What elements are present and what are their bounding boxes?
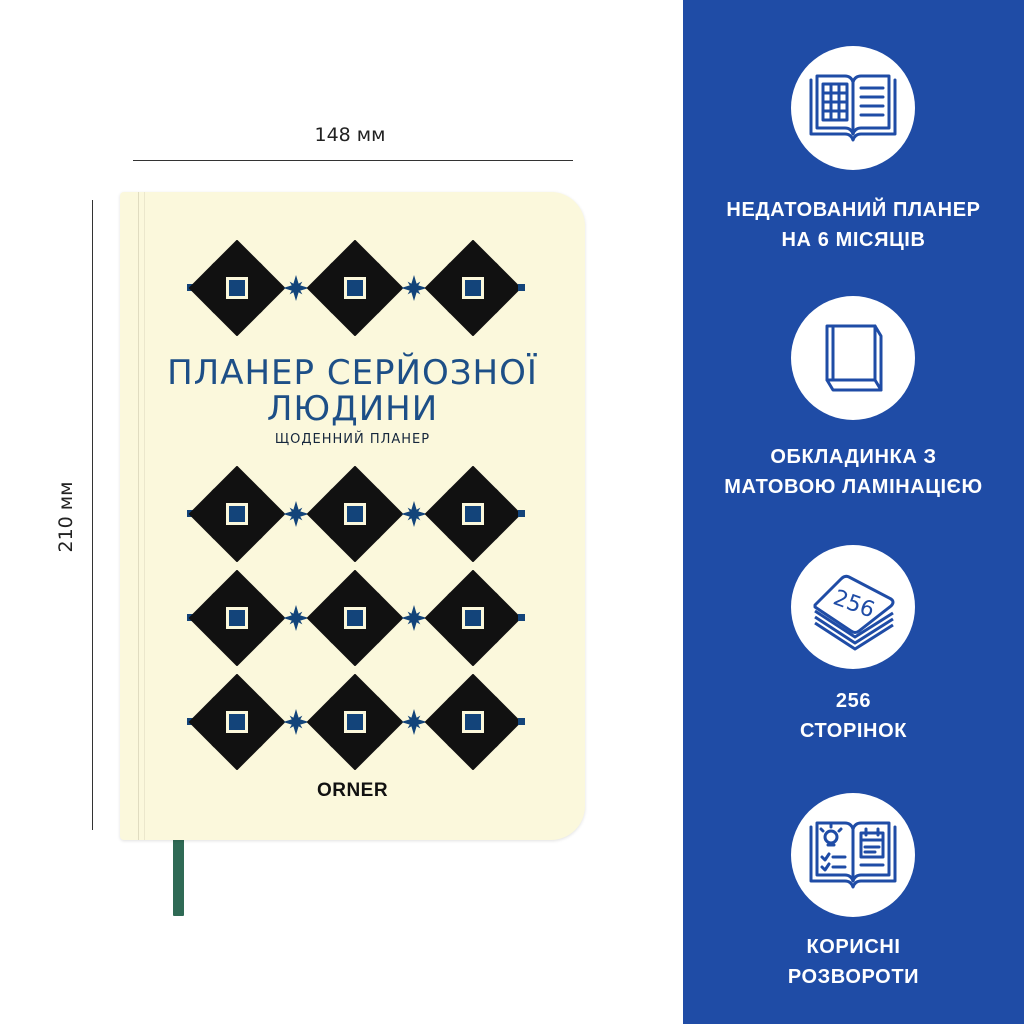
cover-subtitle: ЩОДЕННИЙ ПЛАНЕР (274, 432, 431, 447)
spine-line (138, 192, 139, 840)
height-dimension-label: 210 мм (55, 481, 77, 553)
width-dimension-label: 148 мм (314, 124, 386, 146)
brand-logo: ORNER (316, 780, 389, 801)
cover-title-line-2: ЛЮДИНИ (266, 389, 439, 429)
planner-cover: ПЛАНЕР СЕРЙОЗНОЇ ЛЮДИНИ ЩОДЕННИЙ ПЛАНЕР … (120, 192, 585, 840)
feature-icon-circle (791, 296, 915, 420)
ornament-row (187, 674, 525, 770)
feature-icon-circle: 256 (791, 545, 915, 669)
ornament-row (187, 240, 525, 336)
height-dimension-line (92, 200, 93, 830)
feature-label-undated: НЕДАТОВАНИЙ ПЛАНЕР НА 6 МІСЯЦІВ (726, 199, 981, 251)
ornament-row (187, 466, 525, 562)
feature-icon-circle (791, 46, 915, 170)
ornament-row (187, 570, 525, 666)
spine-line (144, 192, 145, 840)
ribbon-bookmark (173, 838, 184, 916)
page-count-icon-text: 256 (830, 586, 878, 624)
cover-title-line-1: ПЛАНЕР СЕРЙОЗНОЇ (167, 353, 538, 393)
width-dimension-line (133, 160, 573, 161)
feature-label-pages: 256 СТОРІНОК (799, 690, 908, 742)
open-book-ideas-icon (809, 821, 897, 889)
feature-label-cover: ОБКЛАДИНКА З МАТОВОЮ ЛАМІНАЦІЄЮ (724, 446, 983, 498)
features-panel: НЕДАТОВАНИЙ ПЛАНЕР НА 6 МІСЯЦІВ ОБКЛАДИН… (683, 0, 1024, 1024)
feature-label-spreads: КОРИСНІ РОЗВОРОТИ (787, 936, 920, 988)
page-stack-icon: 256 (813, 574, 895, 651)
open-book-calendar-icon (809, 74, 897, 142)
closed-book-icon (825, 324, 883, 392)
feature-icon-circle (791, 793, 915, 917)
